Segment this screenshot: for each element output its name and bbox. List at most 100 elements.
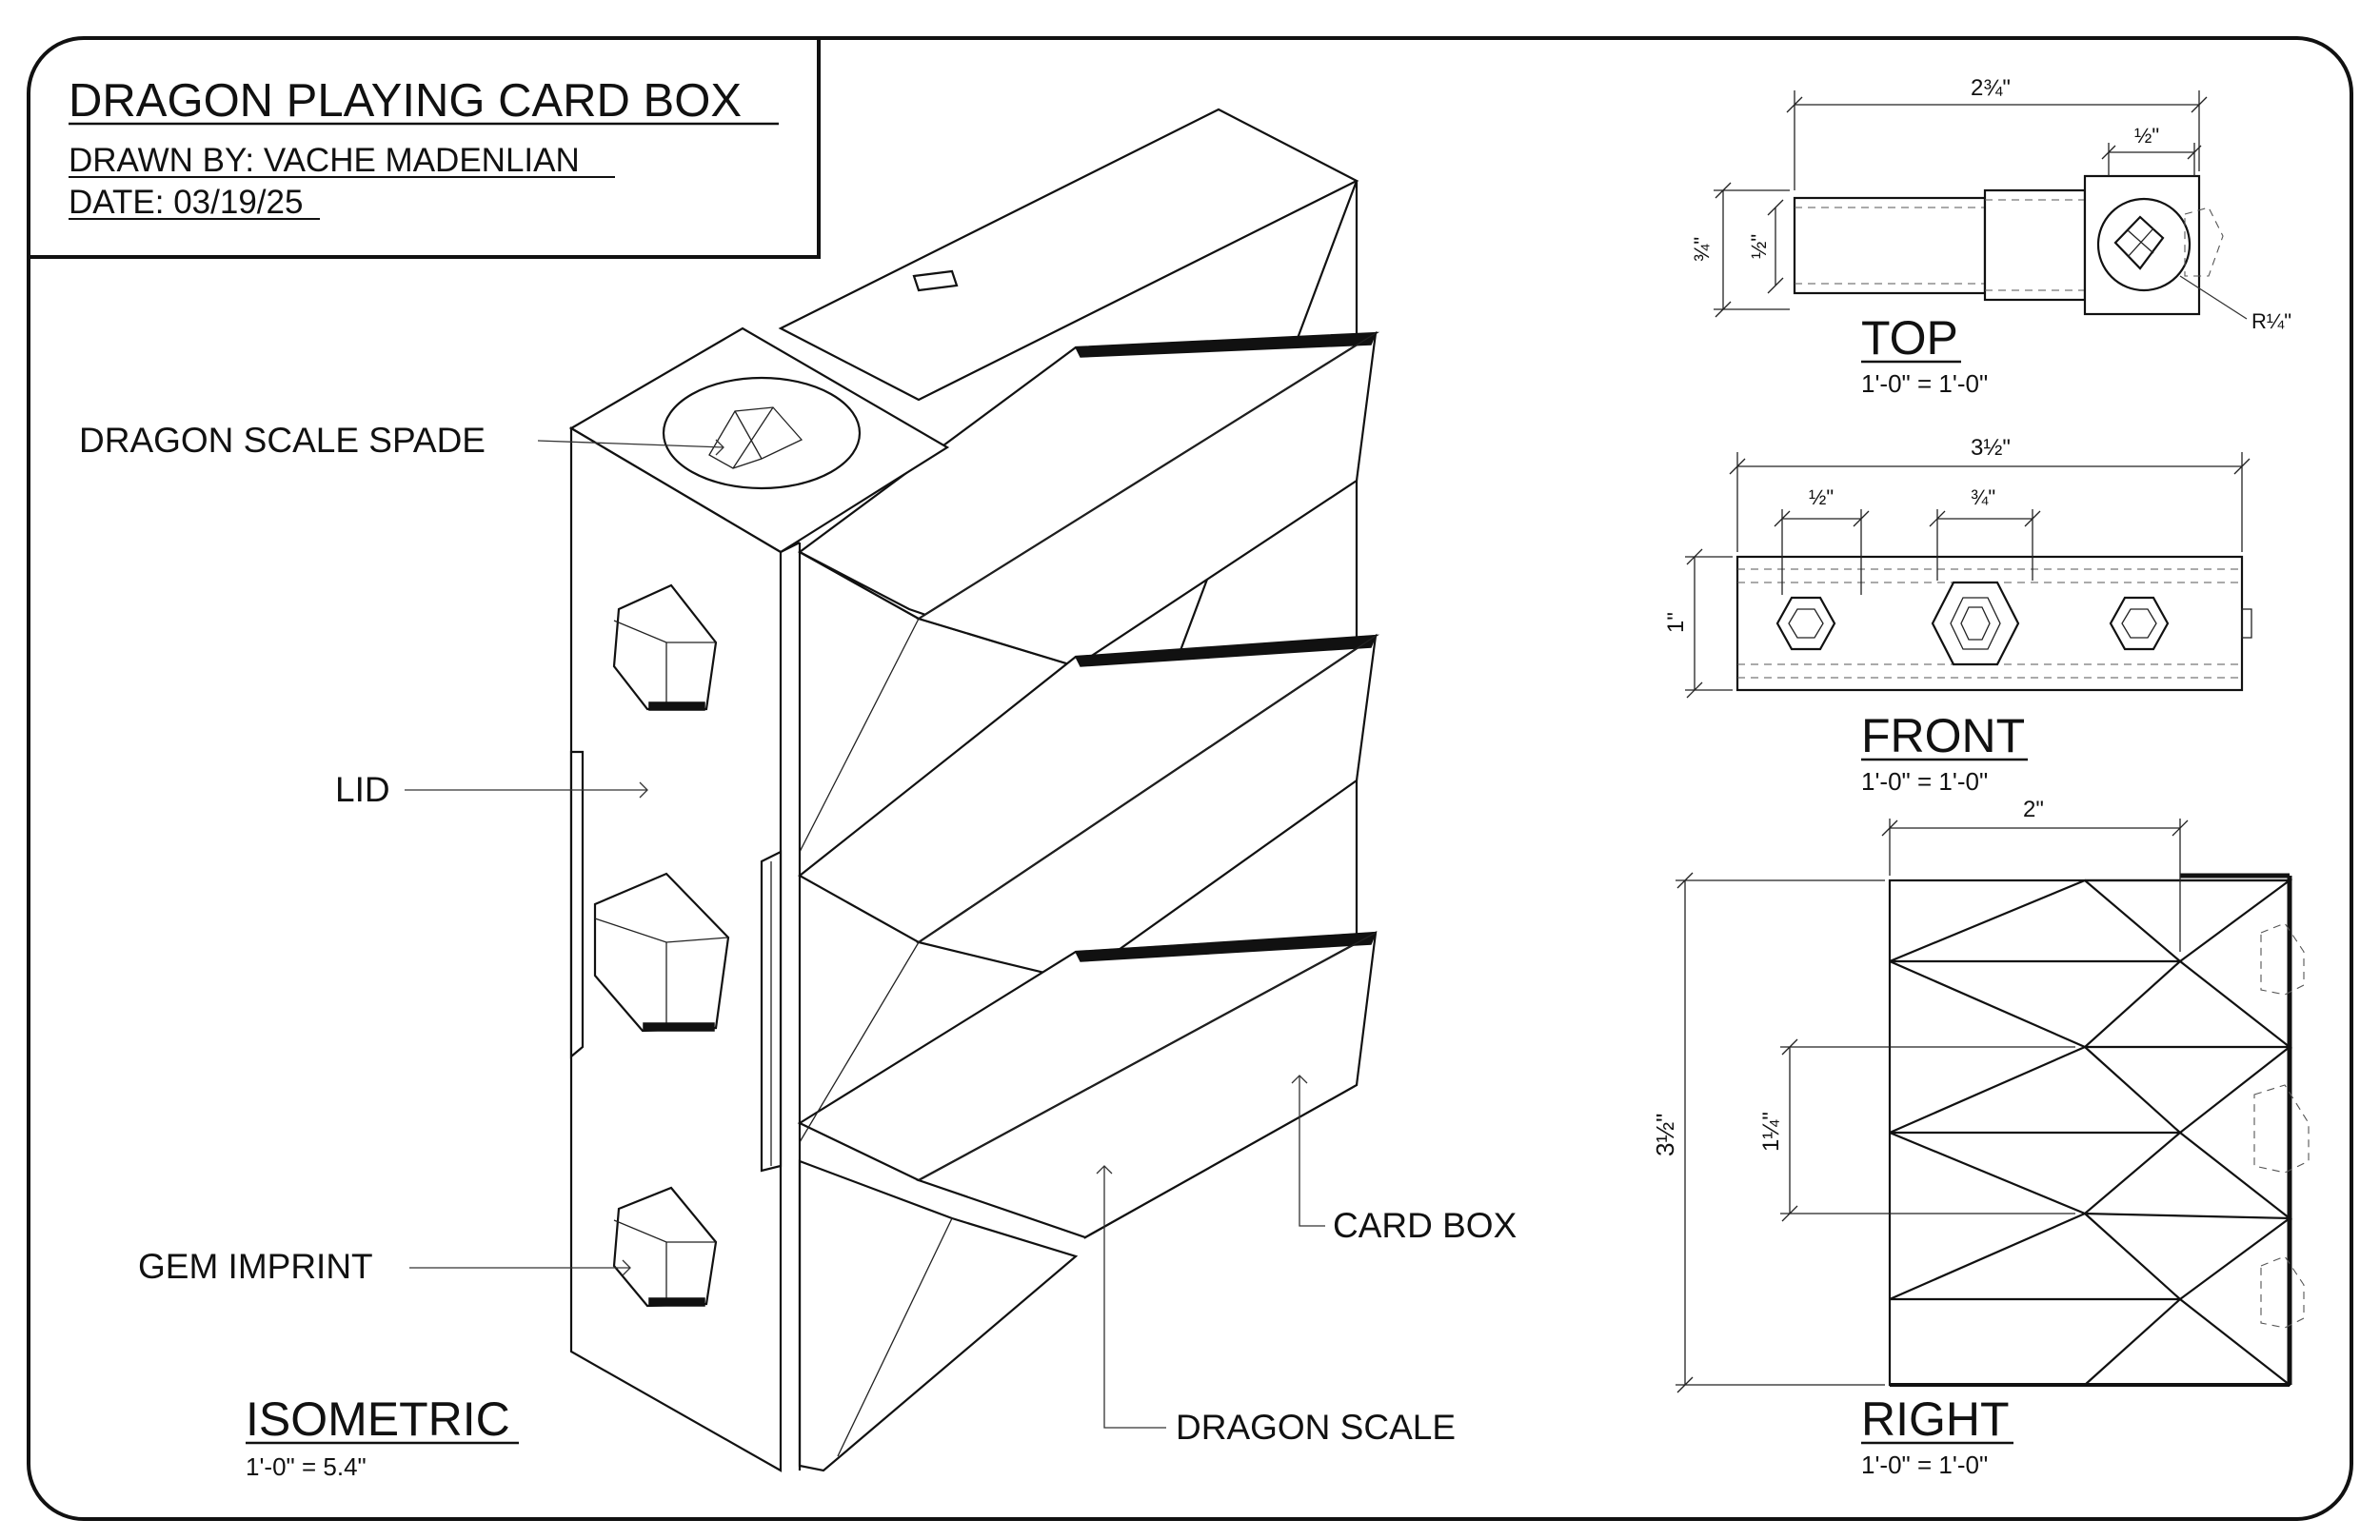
dim-top-depth-outer: ¾" xyxy=(1690,237,1714,262)
dim-tick xyxy=(1767,277,1784,294)
callout-card-box: CARD BOX xyxy=(1333,1206,1517,1245)
callout-leader xyxy=(1299,1076,1325,1227)
gem-icon xyxy=(2109,596,2170,651)
arrowhead xyxy=(1291,1075,1308,1084)
dim-tick xyxy=(1686,681,1703,699)
dim-right-height: 3½" xyxy=(1651,1114,1679,1156)
scale-edge xyxy=(918,332,1377,620)
gem-icon xyxy=(1931,581,2020,666)
arrowhead xyxy=(1096,1165,1113,1175)
drawing-date: DATE: 03/19/25 xyxy=(69,184,303,221)
dim-top-depth-inner: ½" xyxy=(1747,234,1771,259)
dim-top-width: 2¾" xyxy=(1971,75,2011,101)
spade-emblem-ellipse xyxy=(662,376,862,490)
arrowhead xyxy=(715,439,724,456)
dim-front-gem-small: ½" xyxy=(1809,485,1834,509)
dim-front-width: 3½" xyxy=(1971,435,2011,461)
scale-edge xyxy=(918,932,1377,1181)
spade-icon-line xyxy=(734,410,763,460)
top-view-neck xyxy=(1983,188,2087,302)
dim-tick xyxy=(2233,458,2251,475)
view-label-isometric: ISOMETRIC xyxy=(246,1392,510,1446)
isometric-view: DRAGON SCALE SPADE LID GEM IMPRINT CARD … xyxy=(79,108,1517,1481)
top-view-card-box xyxy=(1793,196,1987,295)
gem-imprint-icon xyxy=(612,583,718,711)
scale-edge xyxy=(799,618,920,853)
dim-tick xyxy=(1781,1205,1798,1222)
title-block: DRAGON PLAYING CARD BOX DRAWN BY: VACHE … xyxy=(29,38,821,259)
dim-tick xyxy=(1676,872,1694,889)
hidden-gem xyxy=(2253,1084,2310,1174)
card-box-notch xyxy=(912,269,959,292)
scale-isometric: 1'-0" = 5.4" xyxy=(246,1452,367,1481)
dim-tick xyxy=(2101,145,2116,160)
radius-leader xyxy=(2179,275,2248,320)
spade-icon-line xyxy=(2127,229,2154,254)
dim-tick xyxy=(2024,510,2041,527)
scale-front: 1'-0" = 1'-0" xyxy=(1861,767,1988,796)
sheet-border xyxy=(27,36,2353,1521)
dim-tick xyxy=(1853,510,1870,527)
title-block-frame xyxy=(29,38,821,259)
dim-front-height: 1" xyxy=(1663,612,1689,633)
dim-tick xyxy=(2191,96,2208,113)
front-view: 3½" ½" ¾" 1" FRONT 1'-0" = 1'-0" xyxy=(1663,435,2252,796)
scale-edge xyxy=(837,1217,953,1457)
scale-edge xyxy=(799,941,920,1143)
top-view-spade-icon xyxy=(2113,215,2165,270)
dim-tick xyxy=(1715,182,1732,199)
callout-leader xyxy=(1103,1166,1166,1429)
dim-tick xyxy=(1774,510,1791,527)
dim-tick xyxy=(2172,819,2189,837)
gem-imprint-icon xyxy=(593,872,730,1033)
hidden-gem xyxy=(2260,1255,2305,1329)
callout-leader xyxy=(537,440,724,448)
dim-tick xyxy=(1929,510,1946,527)
scale-edge xyxy=(918,635,1377,943)
scale-ridge xyxy=(1074,332,1378,358)
dim-top-radius: R¼" xyxy=(2251,309,2291,333)
dim-tick xyxy=(1715,301,1732,318)
dim-right-width: 2" xyxy=(2023,797,2044,822)
right-view-scale-pattern xyxy=(1889,879,2293,1386)
lid-groove xyxy=(569,750,585,1059)
top-view: 2¾" ½" ¾" ½" R¼" TOP 1'-0" = 1'-0" xyxy=(1690,75,2291,398)
scale-right: 1'-0" = 1'-0" xyxy=(1861,1451,1988,1479)
dim-tick xyxy=(1781,1038,1798,1056)
scale-ridge xyxy=(1074,635,1378,667)
arrowhead xyxy=(639,781,648,799)
view-label-front: FRONT xyxy=(1861,709,2025,762)
gem-imprint-icon xyxy=(612,1186,718,1308)
dragon-scale-rows xyxy=(797,330,1380,1472)
dim-front-gem-large: ¾" xyxy=(1971,485,1995,509)
lid-edge xyxy=(780,542,801,553)
callout-lid: LID xyxy=(335,770,390,809)
dim-tick xyxy=(1686,548,1703,565)
callout-dragon-scale: DRAGON SCALE xyxy=(1176,1408,1456,1447)
dim-top-notch: ½" xyxy=(2134,124,2159,148)
scale-ridge xyxy=(1074,932,1378,962)
dim-tick xyxy=(2187,145,2202,160)
dim-tick xyxy=(1729,458,1746,475)
view-label-right: RIGHT xyxy=(1861,1392,2010,1446)
dim-right-scale-pitch: 1¼" xyxy=(1758,1112,1784,1152)
front-view-clasp xyxy=(2241,608,2252,639)
drawn-by: DRAWN BY: VACHE MADENLIAN xyxy=(69,142,580,179)
dim-tick xyxy=(1676,1376,1694,1393)
dim-tick xyxy=(1881,819,1898,837)
dim-tick xyxy=(1786,96,1803,113)
spade-icon-line xyxy=(732,406,774,469)
right-view: 2" 3½" 1¼" RIGHT 1'-0" = 1'-0" xyxy=(1651,797,2310,1479)
callout-dragon-scale-spade: DRAGON SCALE SPADE xyxy=(79,421,486,460)
scale-top: 1'-0" = 1'-0" xyxy=(1861,369,1988,398)
hidden-gem xyxy=(2184,207,2224,277)
drawing-title: DRAGON PLAYING CARD BOX xyxy=(69,75,742,127)
gem-icon xyxy=(1775,596,1836,651)
view-label-top: TOP xyxy=(1861,311,1958,365)
spade-icon-line xyxy=(2127,227,2154,258)
callout-gem-imprint: GEM IMPRINT xyxy=(138,1247,373,1286)
dim-tick xyxy=(1767,199,1784,216)
hidden-gem xyxy=(2260,922,2305,996)
arrowhead xyxy=(622,1259,631,1276)
